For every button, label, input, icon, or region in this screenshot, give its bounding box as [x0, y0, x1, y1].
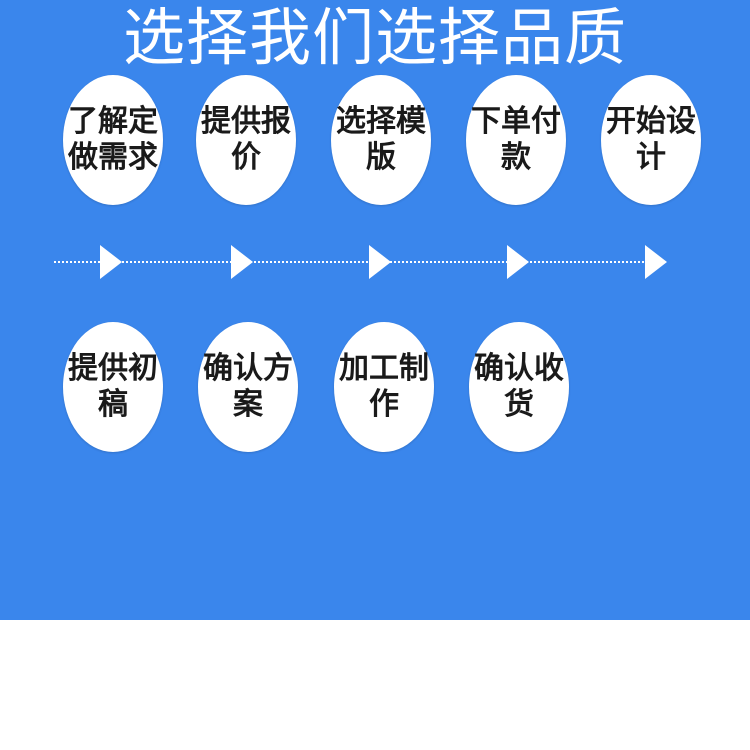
step-confirm-receipt: 确认收货: [469, 322, 569, 452]
step-label: 了解定做需求: [68, 104, 158, 175]
arrow-right-icon: [231, 245, 253, 279]
step-label: 加工制作: [339, 351, 429, 422]
step-label: 提供报价: [201, 104, 291, 175]
step-label: 提供初稿: [68, 351, 158, 422]
step-order-pay: 下单付款: [466, 75, 566, 205]
step-start-design: 开始设计: [601, 75, 701, 205]
step-label: 开始设计: [606, 104, 696, 175]
step-label: 下单付款: [471, 104, 561, 175]
step-first-draft: 提供初稿: [63, 322, 163, 452]
step-understand-needs: 了解定做需求: [63, 75, 163, 205]
step-confirm-plan: 确认方案: [198, 322, 298, 452]
step-choose-template: 选择模版: [331, 75, 431, 205]
step-label: 确认收货: [474, 351, 564, 422]
arrow-right-icon: [369, 245, 391, 279]
step-label: 选择模版: [336, 104, 426, 175]
step-production: 加工制作: [334, 322, 434, 452]
step-quote: 提供报价: [196, 75, 296, 205]
step-label: 确认方案: [203, 351, 293, 422]
arrow-right-icon: [100, 245, 122, 279]
arrow-right-icon: [507, 245, 529, 279]
page-title: 选择我们选择品质: [122, 1, 627, 74]
dotted-flow-line: [54, 261, 664, 263]
arrow-right-icon: [645, 245, 667, 279]
